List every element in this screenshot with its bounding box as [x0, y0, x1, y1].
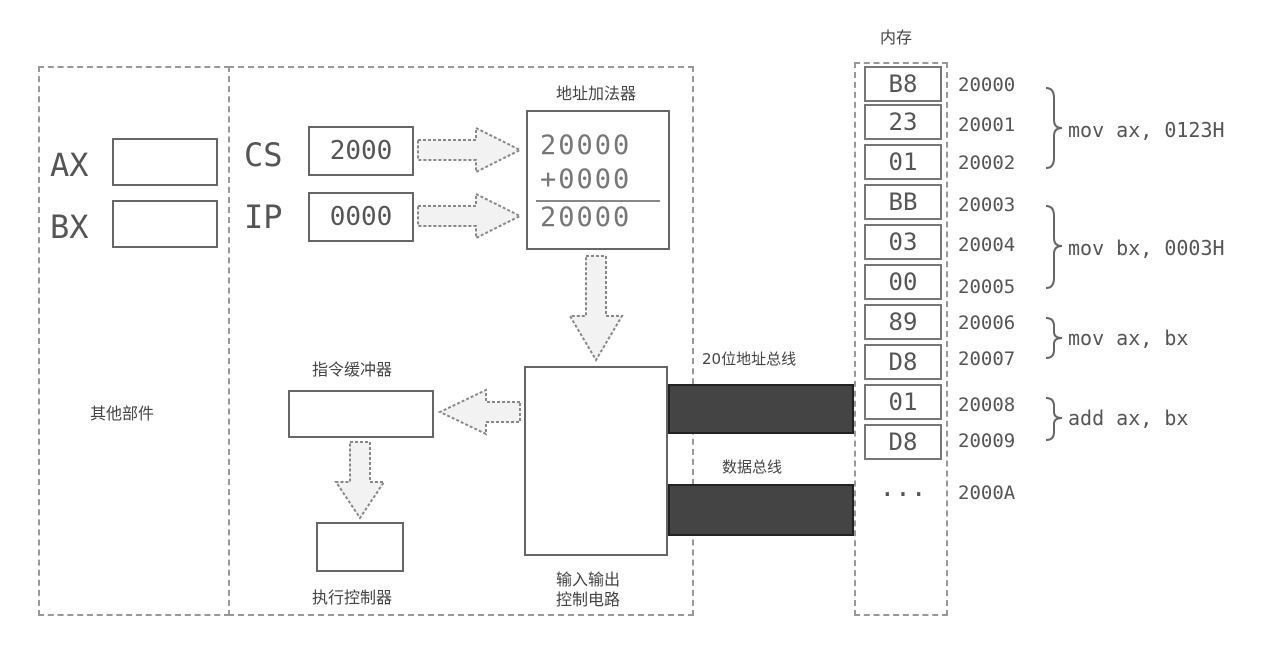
- data-bus: [668, 484, 854, 536]
- other-parts-label: 其他部件: [90, 404, 155, 423]
- instruction-text: mov ax, bx: [1068, 326, 1189, 350]
- ax-register: [112, 138, 218, 186]
- cs-to-adder-arrow: [417, 126, 523, 174]
- brace-icon: [1045, 397, 1063, 441]
- instruction-buffer: [288, 390, 434, 438]
- memory-cell: 89: [864, 304, 942, 340]
- adder-sum-line: [536, 200, 660, 202]
- instruction-buffer-label: 指令缓冲器: [312, 360, 393, 379]
- brace-icon: [1045, 87, 1063, 169]
- memory-cell: B8: [864, 66, 942, 102]
- memory-address: 20007: [958, 348, 1016, 370]
- ip-register: 0000: [308, 192, 414, 242]
- memory-cell: 00: [864, 264, 942, 300]
- memory-cell-ellipsis: ...: [864, 470, 942, 506]
- memory-address: 2000A: [958, 482, 1016, 504]
- memory-cell: 01: [864, 144, 942, 180]
- memory-address: 20001: [958, 114, 1016, 136]
- adder-line-2: +0000: [540, 164, 632, 195]
- memory-cell: BB: [864, 184, 942, 220]
- memory-address: 20006: [958, 312, 1016, 334]
- brace-icon: [1045, 317, 1063, 359]
- ip-label: IP: [244, 198, 283, 236]
- cs-label: CS: [244, 136, 283, 174]
- exec-controller-label: 执行控制器: [312, 588, 393, 607]
- memory-address: 20009: [958, 430, 1016, 452]
- memory-address: 20002: [958, 152, 1016, 174]
- adder-result: 20000: [540, 202, 632, 233]
- instruction-text: mov ax, 0123H: [1068, 118, 1225, 142]
- ax-label: AX: [50, 146, 89, 184]
- exec-controller: [316, 522, 404, 572]
- memory-cell: 03: [864, 224, 942, 260]
- ip-to-adder-arrow: [417, 192, 523, 240]
- memory-address: 20008: [958, 394, 1016, 416]
- adder-to-io-arrow: [568, 255, 624, 362]
- io-circuit-label-2: 控制电路: [556, 590, 621, 609]
- buffer-to-exec-arrow: [334, 441, 386, 520]
- memory-cell: D8: [864, 344, 942, 380]
- io-to-buffer-arrow: [437, 388, 521, 436]
- memory-address: 20004: [958, 234, 1016, 256]
- bx-label: BX: [50, 208, 89, 246]
- io-control-circuit: [524, 366, 668, 556]
- io-circuit-label-1: 输入输出: [556, 570, 621, 589]
- memory-address: 20000: [958, 74, 1016, 96]
- instruction-text: mov bx, 0003H: [1068, 236, 1225, 260]
- memory-cell: 23: [864, 104, 942, 140]
- bx-register: [112, 200, 218, 248]
- address-adder: [526, 110, 670, 250]
- address-bus-label: 20位地址总线: [702, 350, 797, 368]
- adder-title: 地址加法器: [556, 84, 637, 103]
- data-bus-label: 数据总线: [722, 458, 783, 476]
- brace-icon: [1045, 205, 1063, 289]
- address-bus: [668, 384, 854, 434]
- memory-address: 20005: [958, 276, 1016, 298]
- cs-register: 2000: [308, 126, 414, 176]
- memory-title: 内存: [880, 28, 913, 47]
- memory-cell: 01: [864, 384, 942, 420]
- memory-address: 20003: [958, 194, 1016, 216]
- instruction-text: add ax, bx: [1068, 406, 1189, 430]
- adder-line-1: 20000: [540, 130, 632, 161]
- memory-cell: D8: [864, 424, 942, 460]
